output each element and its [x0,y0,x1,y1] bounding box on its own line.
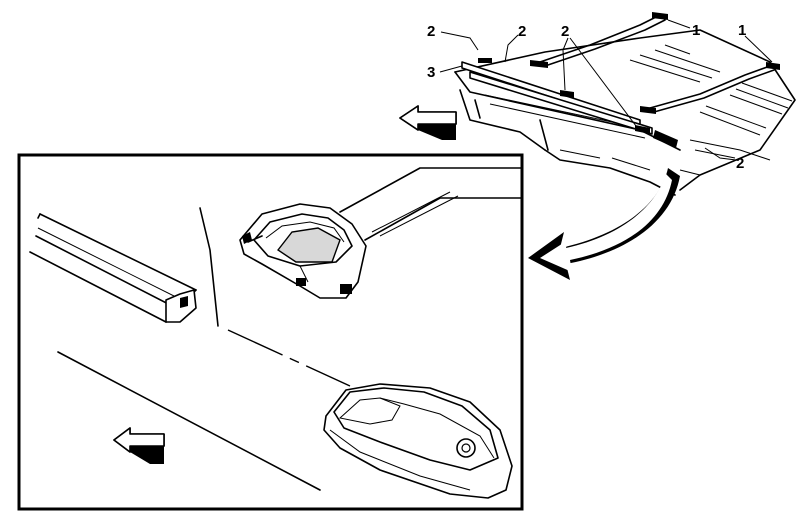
vehicle-overview [454,12,796,196]
callout-3: 3 [427,64,435,81]
callout-2-left: 2 [427,23,435,40]
callout-1-rear: 1 [738,22,746,39]
callout-labels: 2 2 3 2 1 1 2 [427,22,746,172]
callout-1-front: 1 [692,22,700,39]
callout-2-center: 2 [561,23,569,40]
front-arrow-icon [399,105,457,140]
callout-2-mid: 2 [518,23,526,40]
detail-callout-arrow-icon [528,168,680,280]
detail-contents [29,167,523,499]
callout-2-right: 2 [736,155,744,172]
detail-frame [17,153,524,511]
callout-leaders [439,19,773,161]
